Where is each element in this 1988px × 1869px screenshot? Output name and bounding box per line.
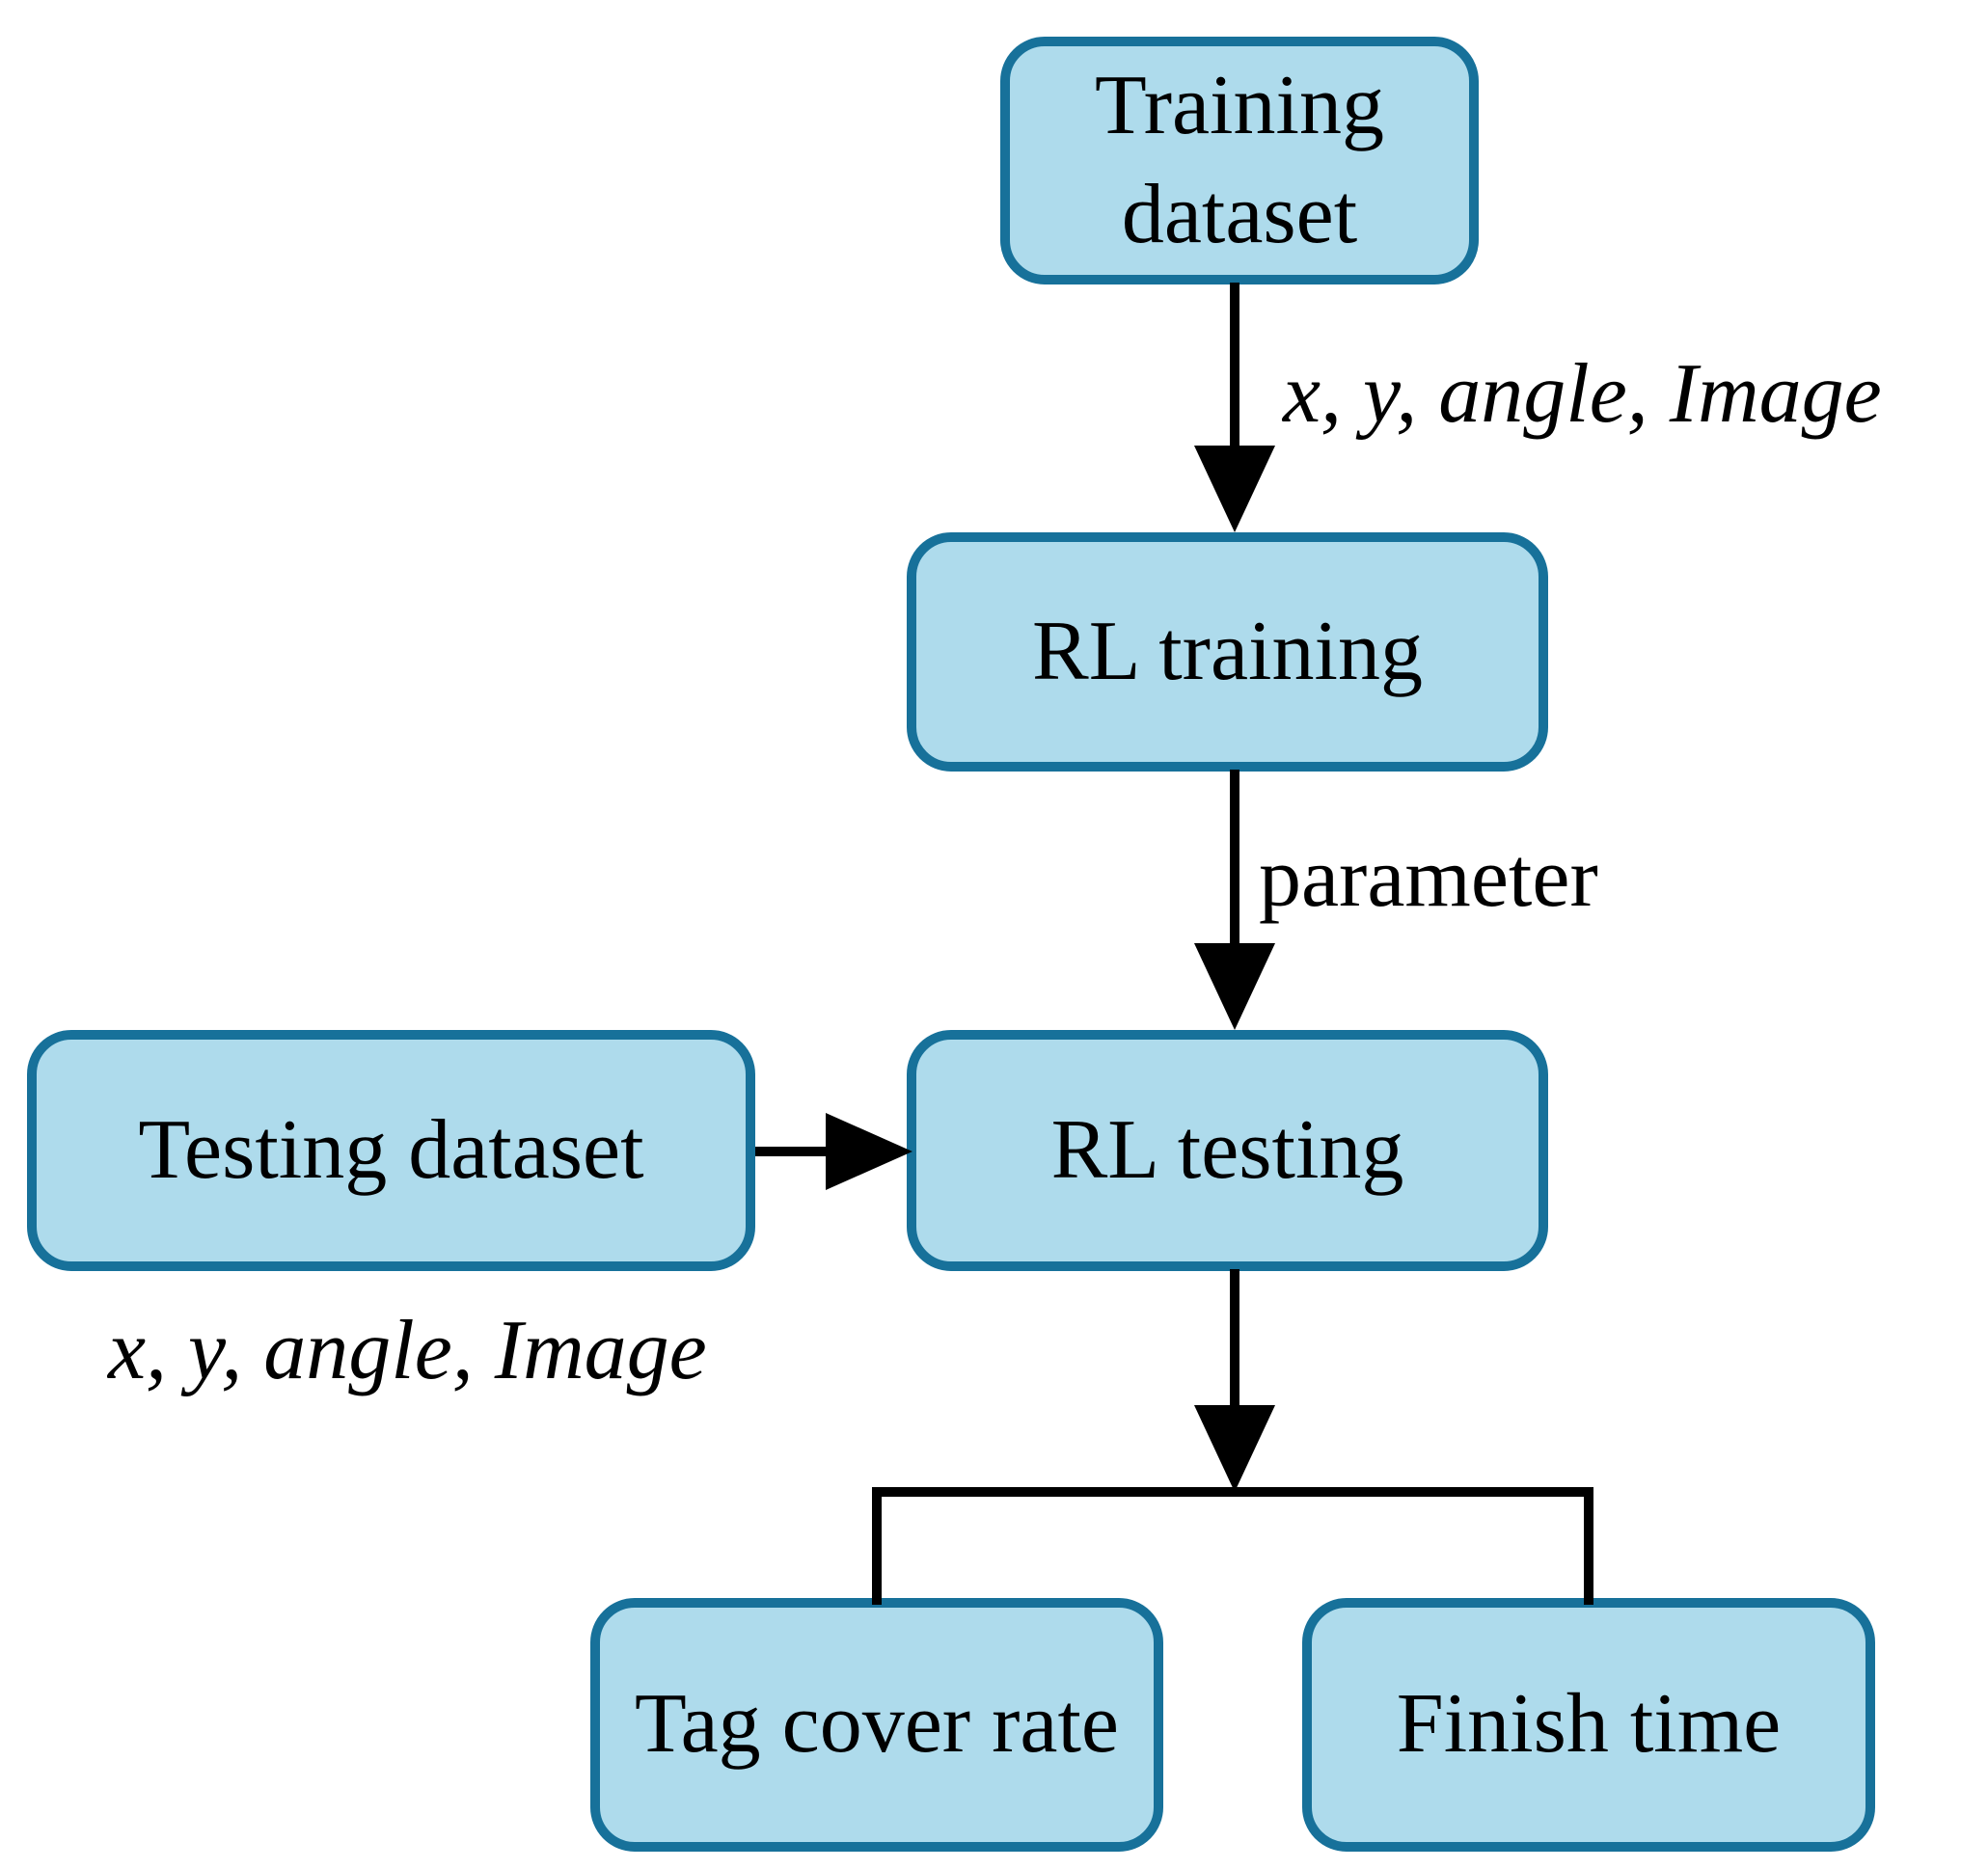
arrow-rltraining-to-rltesting-line	[1230, 770, 1239, 955]
edge-label-xy-angle-image-bottom: x, y, angle, Image	[108, 1304, 707, 1397]
node-rl-training-label: RL training	[1032, 604, 1423, 698]
arrow-training-to-rltraining-line	[1230, 283, 1239, 456]
node-finish-time: Finish time	[1302, 1598, 1875, 1852]
arrow-rltesting-to-branch-line	[1230, 1269, 1239, 1414]
node-training-dataset-label: Training dataset	[1095, 52, 1384, 269]
node-rl-testing-label: RL testing	[1050, 1102, 1404, 1197]
branch-drop-to-finish-time	[1584, 1487, 1593, 1605]
branch-drop-to-tag-cover-rate	[872, 1487, 882, 1605]
arrow-testingdataset-to-rltesting-arrowhead-icon	[826, 1113, 912, 1190]
arrow-rltesting-to-branch-arrowhead-icon	[1194, 1405, 1275, 1492]
edge-label-parameter: parameter	[1259, 831, 1598, 925]
node-training-dataset-line1: Training	[1095, 58, 1384, 152]
arrow-testingdataset-to-rltesting-line	[755, 1147, 837, 1156]
node-training-dataset: Training dataset	[1000, 37, 1479, 284]
node-rl-training: RL training	[907, 532, 1548, 772]
edge-label-xy-angle-image-top: x, y, angle, Image	[1283, 347, 1882, 441]
arrow-rltraining-to-rltesting-arrowhead-icon	[1194, 943, 1275, 1030]
arrow-training-to-rltraining-arrowhead-icon	[1194, 446, 1275, 532]
branch-horizontal-connector	[872, 1487, 1593, 1497]
node-testing-dataset: Testing dataset	[27, 1030, 755, 1271]
node-training-dataset-line2: dataset	[1121, 167, 1358, 261]
node-finish-time-label: Finish time	[1396, 1677, 1782, 1772]
node-testing-dataset-label: Testing dataset	[138, 1102, 644, 1197]
node-tag-cover-rate-label: Tag cover rate	[635, 1677, 1119, 1772]
node-rl-testing: RL testing	[907, 1030, 1548, 1271]
node-tag-cover-rate: Tag cover rate	[590, 1598, 1163, 1852]
